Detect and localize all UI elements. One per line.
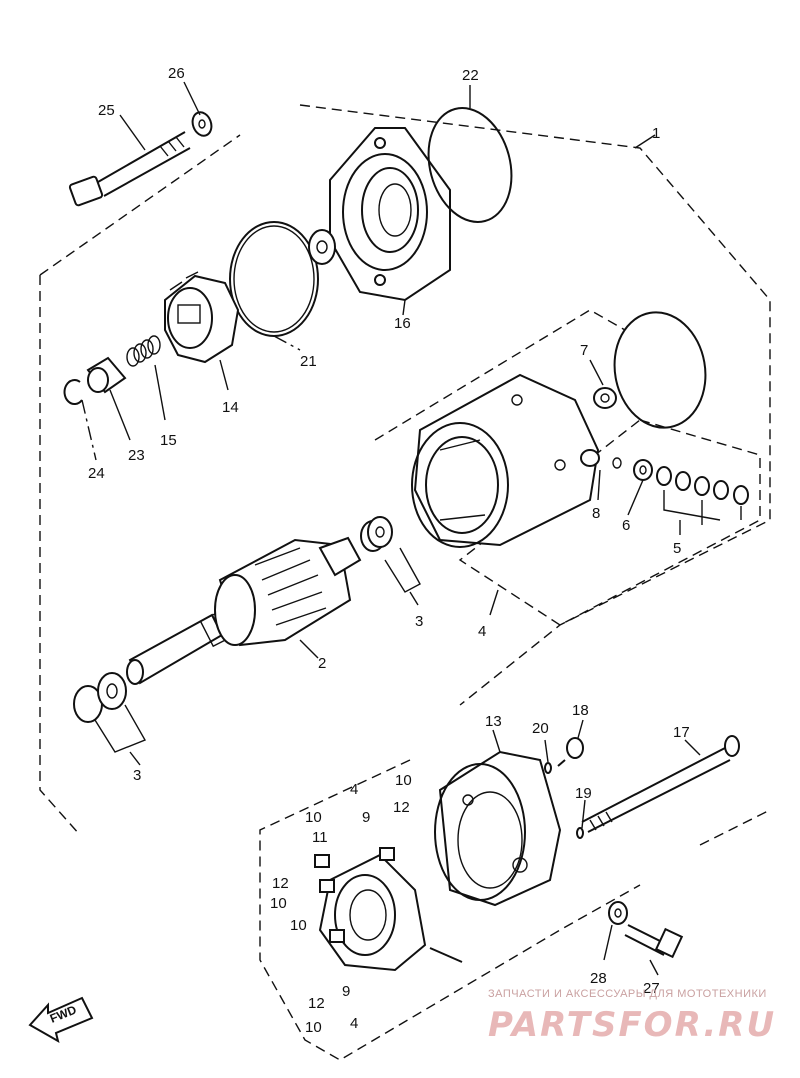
callout-20: 20 (532, 720, 549, 737)
terminal-8 (580, 449, 622, 469)
washer-set-3-upper (360, 516, 421, 593)
callout-10-c: 10 (270, 895, 287, 912)
circlip-24 (63, 379, 83, 405)
callout-24: 24 (88, 465, 105, 482)
callout-23: 23 (128, 447, 145, 464)
fwd-arrow-icon: FWD (28, 996, 94, 1044)
oring-yoke (613, 311, 707, 429)
callout-labels: 1 2 3 3 4 5 6 7 8 9 9 10 10 10 10 10 11 … (88, 65, 690, 1036)
callout-9-lower: 9 (342, 983, 350, 1000)
callout-2: 2 (318, 655, 326, 672)
callout-17: 17 (673, 724, 690, 741)
callout-4-upper: 4 (350, 781, 358, 798)
callout-10-b: 10 (395, 772, 412, 789)
washer-set-5 (656, 466, 749, 525)
oring-21 (229, 221, 319, 337)
washer-28 (608, 901, 628, 925)
assembly-boundary (39, 104, 771, 1061)
callout-18: 18 (572, 702, 589, 719)
bolt-25 (68, 131, 191, 207)
callout-25: 25 (98, 102, 115, 119)
callout-12-a: 12 (393, 799, 410, 816)
callout-26: 26 (168, 65, 185, 82)
callout-28: 28 (590, 970, 607, 987)
callout-1: 1 (652, 125, 660, 142)
callout-11: 11 (312, 829, 328, 846)
washer-set-3-lower (73, 672, 147, 753)
spring-15 (126, 335, 161, 367)
callout-12-b: 12 (272, 875, 289, 892)
grommet-7 (593, 387, 617, 409)
brush-holder-10 (314, 847, 463, 972)
yoke-4 (411, 373, 600, 548)
callout-10-d: 10 (290, 917, 307, 934)
oring-19 (576, 827, 584, 839)
callout-10-e: 10 (305, 1019, 322, 1036)
washer-26 (191, 111, 213, 137)
yoke-group-boundary (374, 309, 761, 626)
pinion-14 (164, 271, 240, 364)
leader-lines (81, 81, 701, 976)
collar-23 (86, 356, 127, 394)
callout-4-lower: 4 (350, 1015, 358, 1032)
oring-20 (544, 762, 552, 774)
callout-15: 15 (160, 432, 177, 449)
callout-10-a: 10 (305, 809, 322, 826)
washer-16-small (308, 229, 336, 265)
callout-8: 8 (592, 505, 600, 522)
washer-6 (633, 459, 653, 481)
callout-7: 7 (580, 342, 588, 359)
rear-cover-13 (434, 750, 562, 907)
callout-27: 27 (643, 980, 660, 997)
armature-2 (126, 536, 362, 685)
callout-3-lower: 3 (133, 767, 141, 784)
callout-6: 6 (622, 517, 630, 534)
watermark-caption: ЗАПЧАСТИ И АКСЕССУАРЫ ДЛЯ МОТОТЕХНИКИ (488, 988, 767, 1000)
watermark-brand: PARTSFOR.RU (488, 1005, 776, 1045)
callout-19: 19 (575, 785, 592, 802)
callout-3-upper: 3 (415, 613, 423, 630)
callout-5: 5 (673, 540, 681, 557)
bolt-27 (624, 924, 684, 959)
callout-12-c: 12 (308, 995, 325, 1012)
watermark: ЗАПЧАСТИ И АКСЕССУАРЫ ДЛЯ МОТОТЕХНИКИ PA… (488, 988, 776, 1045)
oring-22 (427, 107, 513, 223)
through-bolt-17 (581, 735, 740, 833)
callout-22: 22 (462, 67, 479, 84)
callout-4: 4 (478, 623, 486, 640)
screw-18 (557, 737, 584, 767)
callout-16: 16 (394, 315, 411, 332)
callout-21: 21 (300, 353, 317, 370)
callout-14: 14 (222, 399, 239, 416)
front-cover-16 (329, 127, 451, 302)
callout-9-upper: 9 (362, 809, 370, 826)
callout-13: 13 (485, 713, 502, 730)
